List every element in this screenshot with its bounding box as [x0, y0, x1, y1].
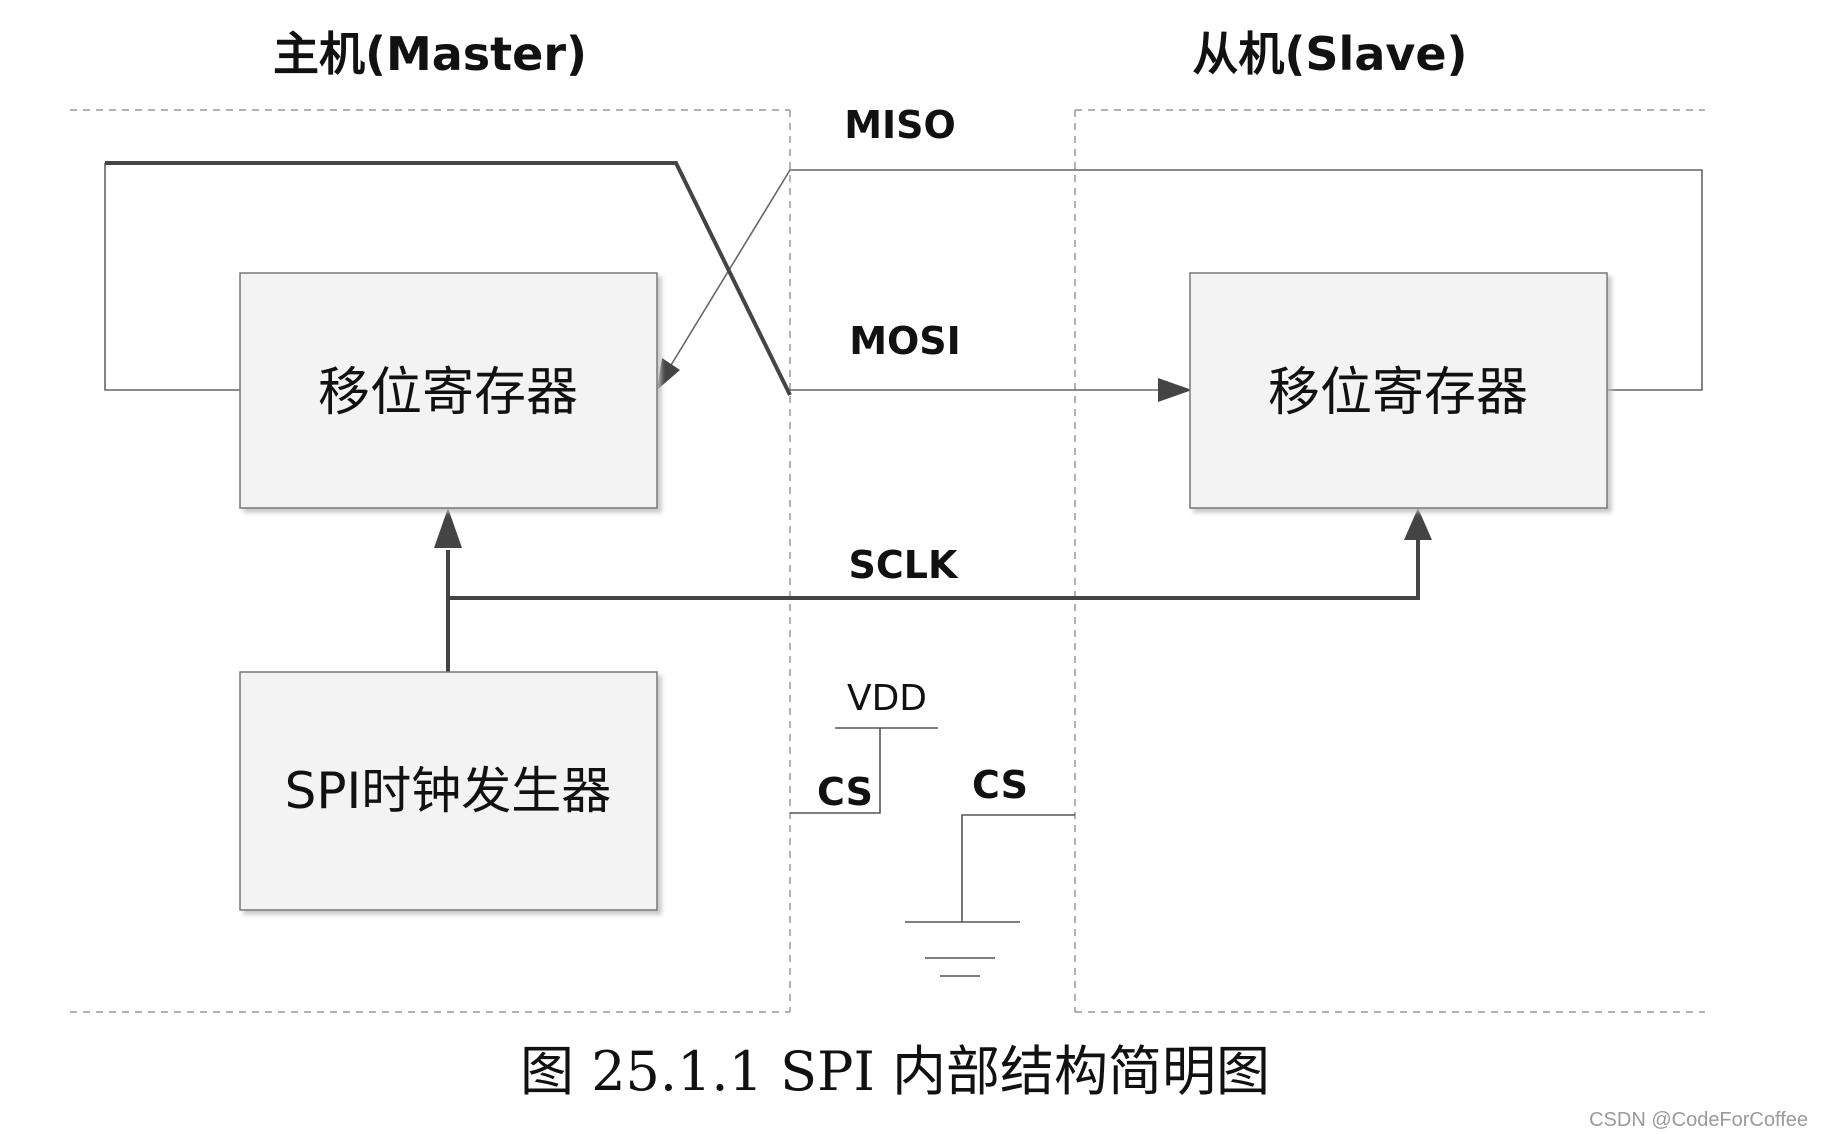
clock-generator-label: SPI时钟发生器 — [285, 762, 612, 820]
master-feedback-wire — [105, 161, 792, 396]
slave-cs-label: CS — [972, 763, 1028, 807]
master-shift-register-box — [239, 272, 658, 509]
miso-wire — [664, 169, 1703, 391]
miso-label: MISO — [844, 103, 956, 147]
miso-arrow — [657, 358, 680, 390]
clock-arrow — [434, 508, 462, 548]
sclk-wire — [448, 540, 1420, 600]
slave-title: 从机(Slave) — [1192, 27, 1467, 81]
slave-shift-register-box — [1189, 272, 1608, 509]
sclk-arrow — [1404, 508, 1432, 540]
watermark: CSDN @CodeForCoffee — [1589, 1109, 1808, 1131]
master-loop-wire — [104, 163, 240, 391]
master-shift-register-label: 移位寄存器 — [318, 363, 578, 423]
vdd-label: VDD — [847, 678, 927, 719]
region-boundaries — [70, 109, 1705, 1013]
mosi-arrow — [1158, 378, 1192, 402]
master-cs-label: CS — [817, 770, 873, 814]
clock-generator-box — [239, 671, 658, 911]
figure-caption: 图 25.1.1 SPI 内部结构简明图 — [520, 1040, 1270, 1103]
master-title: 主机(Master) — [273, 27, 587, 81]
sclk-label: SCLK — [849, 543, 959, 587]
slave-shift-register-label: 移位寄存器 — [1268, 363, 1528, 423]
mosi-label: MOSI — [849, 319, 961, 363]
slave-cs-wire — [961, 814, 1075, 922]
master-cs-wire — [790, 728, 881, 814]
